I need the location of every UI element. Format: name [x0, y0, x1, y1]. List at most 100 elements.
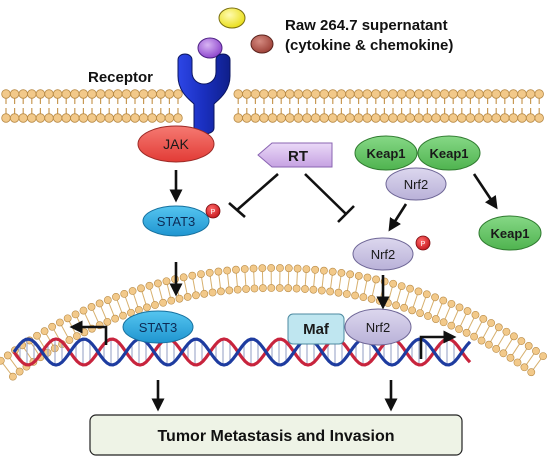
jak-node — [137, 125, 215, 163]
lipid-head — [396, 113, 407, 123]
nuclear-lipid-head — [258, 264, 267, 273]
nuclear-lipid-head — [400, 303, 409, 312]
nuclear-lipid-head — [524, 342, 533, 350]
phospho-mark-nrf2-label: P — [421, 241, 426, 248]
nuclear-lipid-head — [223, 266, 232, 275]
lipid-head — [138, 89, 149, 99]
nuclear-lipid-head — [205, 268, 214, 277]
nuclear-lipid-head — [471, 310, 480, 319]
lipid-head — [293, 89, 304, 99]
lipid-head — [1, 113, 11, 123]
nuclear-lipid-head — [463, 307, 472, 315]
nuclear-lipid-head — [334, 288, 343, 297]
phospho-mark-nrf2 — [415, 235, 431, 251]
lipid-head — [285, 113, 295, 123]
lipid-head — [78, 113, 89, 123]
outcome-box — [89, 414, 463, 456]
nuclear-lipid-head — [33, 331, 41, 340]
lipid-head — [35, 113, 46, 123]
lipid-head — [233, 89, 243, 99]
nuclear-lipid-head — [48, 322, 57, 331]
lipid-head — [9, 89, 20, 99]
supernatant-label-line2: (cytokine & chemokine) — [285, 37, 453, 54]
keap1-free-label: Keap1 — [490, 226, 529, 241]
lipid-head — [78, 89, 89, 99]
nuclear-lipid-head — [359, 293, 368, 302]
lipid-head — [465, 113, 476, 123]
lipid-head — [156, 113, 166, 123]
nuclear-lipid-head — [284, 284, 293, 293]
nuclear-lipid-head — [487, 319, 496, 327]
nuclear-lipid-head — [309, 285, 318, 294]
lipid-head — [61, 89, 71, 99]
nuclear-lipid-head — [65, 336, 74, 344]
nuclear-lipid-head — [225, 286, 234, 295]
lipid-head — [319, 89, 329, 99]
nuclear-lipid-head — [8, 372, 17, 381]
nuclear-lipid-head — [292, 284, 301, 293]
nuclear-lipid-head — [477, 336, 486, 345]
lipid-head — [61, 113, 71, 123]
keap1-left-node — [354, 135, 418, 171]
lipid-head — [328, 113, 338, 123]
lipid-head — [414, 89, 424, 99]
nuclear-lipid-head — [80, 328, 89, 337]
nuclear-lipid-head — [513, 358, 522, 367]
lipid-head — [130, 113, 140, 123]
nuclear-lipid-head — [408, 306, 417, 315]
nuclear-lipid-head — [502, 327, 511, 336]
lipid-head — [508, 113, 519, 123]
lipid-head — [491, 89, 501, 99]
lipid-head — [130, 89, 140, 99]
lipid-head — [353, 113, 364, 123]
nuclear-lipid-head — [167, 296, 176, 305]
nuclear-lipid-head — [342, 290, 351, 298]
lipid-head — [18, 89, 28, 99]
nrf2-nucleus-label: Nrf2 — [366, 320, 391, 335]
lipid-head — [147, 113, 157, 123]
lipid-head — [439, 89, 450, 99]
lipid-head — [310, 113, 321, 123]
nuclear-lipid-head — [397, 282, 406, 291]
lipid-head — [233, 113, 243, 123]
nuclear-lipid-head — [301, 285, 309, 293]
keap1-left-label: Keap1 — [366, 146, 405, 161]
stat3-cytoplasm-label: STAT3 — [157, 214, 196, 229]
nuclear-lipid-head — [384, 299, 392, 307]
lipid-head — [405, 113, 415, 123]
nuclear-lipid-head — [302, 265, 311, 273]
nuclear-lipid-head — [284, 264, 293, 273]
nuclear-lipid-head — [119, 311, 127, 320]
receptor-label: Receptor — [88, 69, 153, 86]
keap1-right-label: Keap1 — [429, 146, 468, 161]
lipid-head — [70, 113, 80, 123]
lipid-head — [353, 89, 364, 99]
nuclear-lipid-head — [188, 271, 197, 280]
inhibit-bar-stat3 — [228, 202, 246, 218]
lipid-head — [328, 89, 338, 99]
lipid-head — [457, 113, 467, 123]
lipid-head — [396, 89, 407, 99]
lipid-head — [44, 113, 54, 123]
lipid-head — [422, 89, 433, 99]
lipid-head — [439, 113, 450, 123]
nuclear-lipid-head — [363, 273, 372, 282]
nrf2-phospho-label: Nrf2 — [371, 247, 396, 262]
nuclear-lipid-head — [470, 332, 479, 341]
lipid-head — [52, 89, 63, 99]
lipid-head — [362, 113, 372, 123]
nuclear-lipid-head — [15, 367, 24, 376]
lipid-head — [371, 89, 381, 99]
lipid-head — [121, 89, 132, 99]
lipid-head — [448, 89, 458, 99]
nuclear-lipid-head — [232, 265, 240, 274]
nuclear-lipid-head — [389, 279, 398, 288]
receptor — [177, 53, 231, 135]
lipid-head — [302, 89, 312, 99]
lipid-head — [362, 89, 372, 99]
rt-label: RT — [288, 148, 308, 165]
nuclear-lipid-head — [499, 349, 508, 358]
lipid-head — [371, 113, 381, 123]
nuclear-lipid-head — [159, 298, 168, 307]
nuclear-lipid-head — [72, 332, 81, 341]
